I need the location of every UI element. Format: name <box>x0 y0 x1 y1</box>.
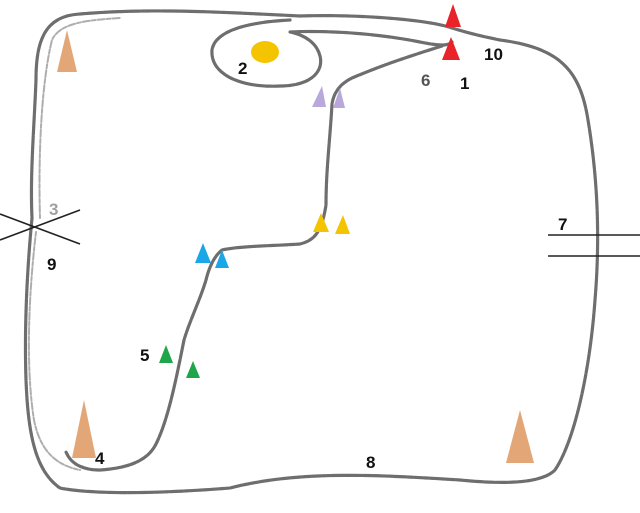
yellow-cone-left <box>313 213 329 232</box>
crossing-x <box>0 209 81 245</box>
purple-cone-left <box>312 86 326 107</box>
label-8: 8 <box>366 453 375 472</box>
green-cone-left <box>159 345 173 363</box>
label-1: 1 <box>460 74 469 93</box>
yellow-cone-pair <box>313 213 350 234</box>
cyan-cone-left <box>195 243 211 263</box>
label-4: 4 <box>95 449 105 468</box>
purple-cone-right <box>333 88 345 108</box>
green-cone-pair <box>159 345 200 378</box>
top-loop-trail <box>210 18 454 88</box>
label-3: 3 <box>49 200 58 219</box>
label-2: 2 <box>238 59 247 78</box>
tan-cone-bottom-left <box>72 400 96 458</box>
green-cone-right <box>186 361 200 378</box>
purple-cone-pair <box>312 86 345 108</box>
left-inner-trail <box>27 231 81 471</box>
red-cone-pair <box>442 4 461 60</box>
label-10: 10 <box>484 45 503 64</box>
outer-trail <box>23 9 600 495</box>
cyan-cone-right <box>215 250 229 268</box>
parallel-bars <box>548 234 640 257</box>
label-7: 7 <box>558 215 567 234</box>
red-cone-upper <box>445 4 461 27</box>
label-5: 5 <box>140 346 149 365</box>
cyan-cone-pair <box>195 243 229 268</box>
inner-route-trail <box>64 44 444 472</box>
tan-cone-bottom-right <box>506 410 534 463</box>
label-6: 6 <box>421 71 430 90</box>
tan-cone-top-left <box>57 30 77 72</box>
red-cone-lower <box>442 37 460 60</box>
outer-trail-inner <box>38 17 121 219</box>
yellow-disc <box>251 41 279 63</box>
label-9: 9 <box>47 255 56 274</box>
yellow-cone-right <box>335 215 350 234</box>
